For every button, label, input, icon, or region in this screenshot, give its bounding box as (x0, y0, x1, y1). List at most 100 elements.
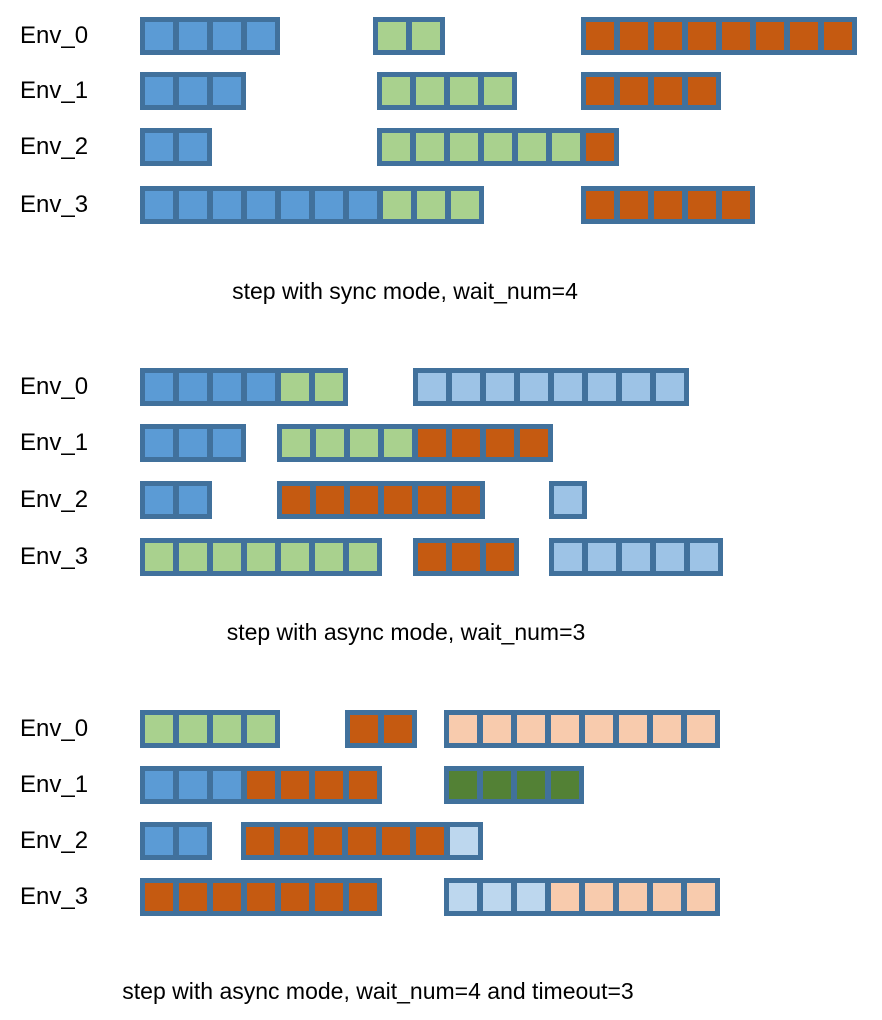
step-cell-peach (653, 883, 681, 911)
step-cell-blue (145, 827, 173, 855)
step-bar (413, 368, 689, 406)
step-cell-green (450, 77, 478, 105)
step-cell-light-blue (622, 543, 650, 571)
step-cell-orange (654, 191, 682, 219)
step-cell-dark-green (551, 771, 579, 799)
step-bar (444, 878, 720, 916)
step-cell-green (552, 133, 580, 161)
step-cell-light-blue (520, 373, 548, 401)
step-cell-orange (246, 827, 274, 855)
step-cell-orange (247, 883, 275, 911)
step-cell-light-blue (452, 373, 480, 401)
step-cell-blue (145, 373, 173, 401)
step-cell-orange (654, 77, 682, 105)
step-cell-orange (452, 543, 480, 571)
step-cell-green (450, 133, 478, 161)
step-cell-orange (586, 133, 614, 161)
step-cell-blue (179, 373, 207, 401)
step-cell-light-blue (588, 373, 616, 401)
step-cell-green (383, 191, 411, 219)
step-bar (140, 538, 382, 576)
step-cell-orange (418, 486, 446, 514)
env-label: Env_1 (20, 77, 89, 104)
step-cell-blue (349, 191, 377, 219)
step-cell-orange (314, 827, 342, 855)
step-cell-green (382, 133, 410, 161)
step-cell-orange (418, 543, 446, 571)
step-bar (581, 72, 721, 110)
step-cell-orange (213, 883, 241, 911)
step-cell-pale-blue (450, 827, 478, 855)
env-row: Env_2 (0, 128, 882, 166)
step-bar (140, 766, 382, 804)
step-cell-pale-blue (483, 883, 511, 911)
env-label: Env_3 (20, 883, 89, 910)
step-cell-green (451, 191, 479, 219)
step-cell-light-blue (588, 543, 616, 571)
step-cell-green (378, 22, 406, 50)
step-cell-blue (213, 771, 241, 799)
step-cell-orange (281, 883, 309, 911)
step-cell-orange (384, 715, 412, 743)
step-cell-light-blue (554, 373, 582, 401)
step-cell-orange (416, 827, 444, 855)
step-bar (373, 17, 445, 55)
step-bar (549, 538, 723, 576)
step-cell-orange (282, 486, 310, 514)
step-cell-blue (247, 373, 275, 401)
caption-async-wait3: step with async mode, wait_num=3 (226, 619, 586, 645)
step-cell-green (213, 543, 241, 571)
step-cell-green (412, 22, 440, 50)
step-bar (444, 766, 584, 804)
caption-sync-wait4: step with sync mode, wait_num=4 (232, 278, 578, 304)
step-cell-green (416, 133, 444, 161)
step-cell-blue (145, 486, 173, 514)
step-cell-blue (179, 486, 207, 514)
step-cell-peach (551, 883, 579, 911)
step-cell-peach (585, 883, 613, 911)
step-cell-green (213, 715, 241, 743)
env-label: Env_2 (20, 133, 89, 160)
env-label: Env_0 (20, 373, 89, 400)
step-cell-orange (520, 429, 548, 457)
env-row: Env_3 (0, 878, 882, 916)
caption-async-wait4-timeout3: step with async mode, wait_num=4 and tim… (122, 978, 634, 1004)
step-cell-green (484, 77, 512, 105)
step-cell-orange (384, 486, 412, 514)
step-cell-orange (620, 191, 648, 219)
step-cell-blue (179, 827, 207, 855)
step-cell-orange (790, 22, 818, 50)
step-cell-light-blue (656, 543, 684, 571)
step-cell-green (282, 429, 310, 457)
step-bar (140, 128, 212, 166)
step-cell-green (350, 429, 378, 457)
step-cell-blue (213, 429, 241, 457)
step-cell-orange (348, 827, 376, 855)
step-cell-orange (586, 191, 614, 219)
step-cell-orange (688, 22, 716, 50)
step-cell-peach (551, 715, 579, 743)
step-bar (377, 128, 619, 166)
step-cell-peach (653, 715, 681, 743)
step-cell-orange (349, 771, 377, 799)
step-cell-orange (688, 191, 716, 219)
step-bar (140, 424, 246, 462)
step-bar (581, 17, 857, 55)
step-cell-peach (619, 883, 647, 911)
step-cell-blue (213, 77, 241, 105)
step-cell-light-blue (690, 543, 718, 571)
step-cell-light-blue (622, 373, 650, 401)
step-cell-orange (586, 77, 614, 105)
env-row: Env_3 (0, 186, 882, 224)
step-bar (140, 822, 212, 860)
step-cell-green (349, 543, 377, 571)
step-cell-orange (179, 883, 207, 911)
step-cell-blue (179, 191, 207, 219)
step-cell-orange (316, 486, 344, 514)
step-cell-dark-green (517, 771, 545, 799)
step-cell-green (179, 543, 207, 571)
env-label: Env_0 (20, 715, 89, 742)
step-cell-orange (350, 715, 378, 743)
step-cell-blue (213, 22, 241, 50)
